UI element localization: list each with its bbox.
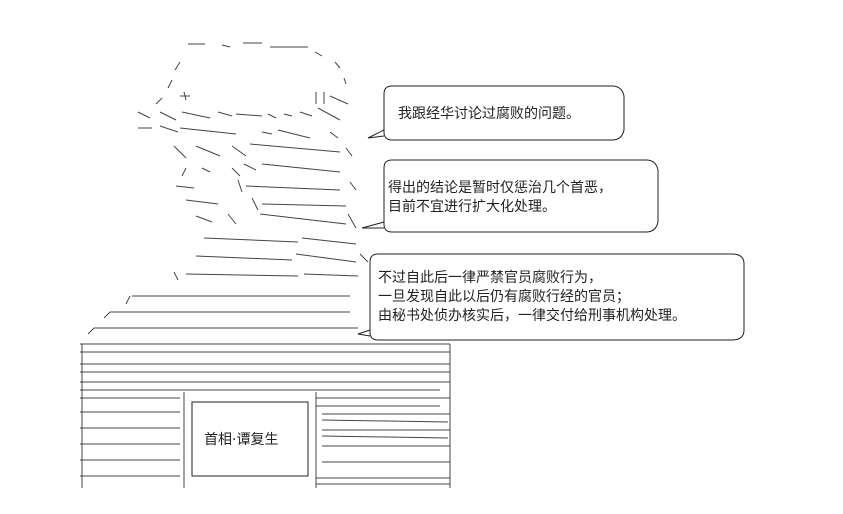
- speech-bubble-3-line-2: 一旦发现自此以后仍有腐败行经的官员；: [378, 289, 630, 305]
- speech-bubble-2-line-2: 目前不宜进行扩大化处理。: [388, 199, 556, 215]
- speech-bubble-2-line-1: 得出的结论是暂时仅惩治几个首恶，: [388, 180, 612, 196]
- speech-bubble-3-line-1: 不过自此后一律严禁官员腐败行为，: [378, 270, 602, 286]
- nameplate-label: 首相·谭复生: [204, 432, 279, 448]
- speech-bubble-1-line-1: 我跟经华讨论过腐败的问题。: [398, 106, 580, 122]
- speech-bubble-3-line-3: 由秘书处侦办核实后，一律交付给刑事机构处理。: [378, 308, 686, 324]
